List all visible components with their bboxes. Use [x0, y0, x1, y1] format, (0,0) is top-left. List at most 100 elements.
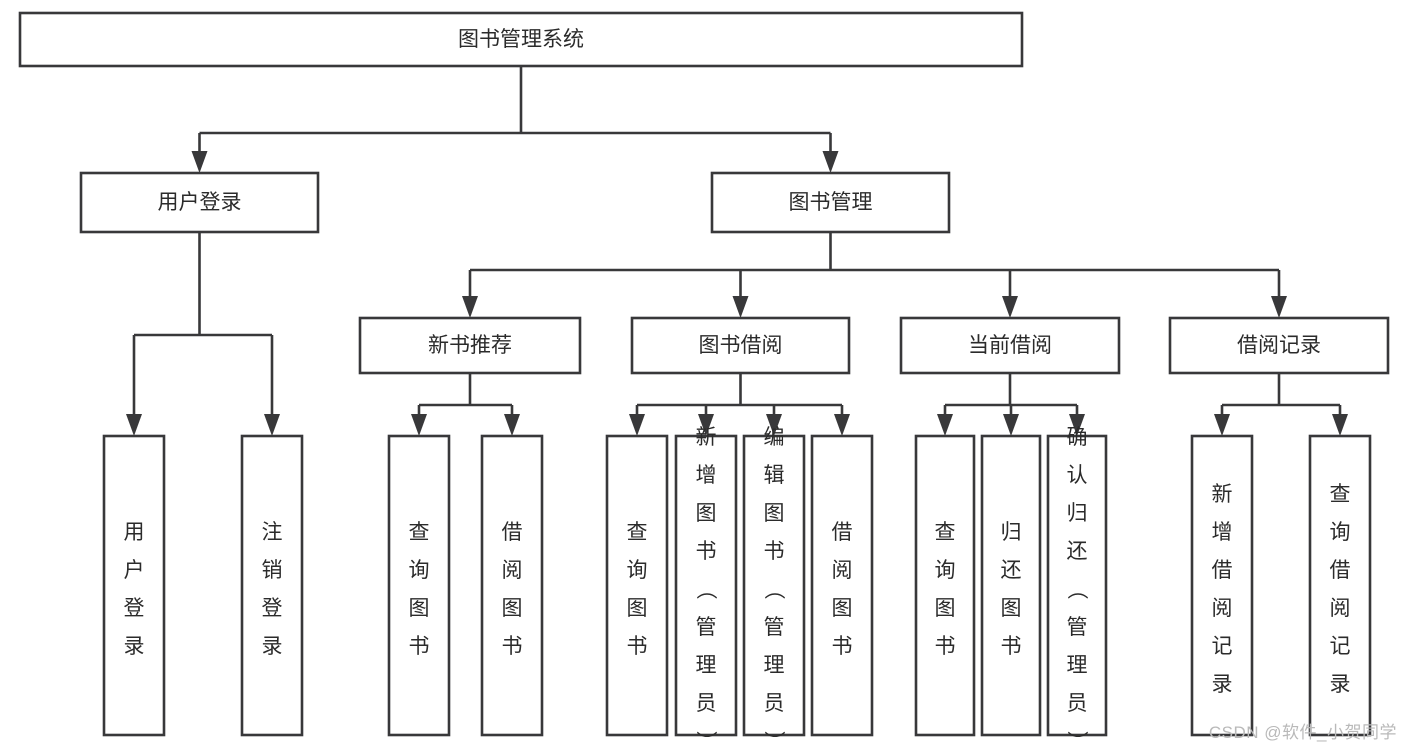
node-label-leaf-add-book-char-3: 书	[696, 540, 717, 563]
node-box-leaf-edit-book[interactable]	[742, 434, 806, 737]
node-box-leaf-add-borrow-record[interactable]	[1190, 434, 1254, 737]
arrow-head-icon-book-borrow-0	[629, 414, 645, 436]
node-label-leaf-confirm-return-char-0: 确	[1067, 426, 1088, 449]
node-box-leaf-query-book-rec[interactable]	[387, 434, 451, 737]
node-label-leaf-edit-book-char-7: 员	[764, 692, 785, 715]
node-label-leaf-query-book-rec-char-3: 书	[409, 635, 430, 658]
node-label-leaf-query-book-cur-char-2: 图	[935, 597, 956, 620]
node-label-leaf-query-book-bor-char-3: 书	[627, 635, 648, 658]
node-label-leaf-confirm-return-char-1: 认	[1067, 464, 1088, 487]
node-label-leaf-confirm-return-char-8: ）	[1065, 731, 1088, 747]
node-book-manage[interactable]: 图书管理	[710, 171, 951, 234]
node-box-current-borrow[interactable]	[899, 316, 1121, 375]
node-label-leaf-add-book-char-8: ）	[694, 731, 717, 747]
arrow-head-icon-book-borrow-3	[834, 414, 850, 436]
arrow-head-icon-current-borrow-2	[1069, 414, 1085, 436]
node-root[interactable]: 图书管理系统	[18, 11, 1024, 68]
node-label-book-manage: 图书管理	[789, 191, 873, 214]
arrow-head-icon-book-manage-2	[1002, 296, 1018, 318]
node-label-leaf-edit-book-char-6: 理	[764, 654, 785, 677]
node-label-leaf-user-login-char-2: 登	[124, 597, 145, 620]
node-box-leaf-user-login[interactable]	[102, 434, 166, 737]
arrow-head-icon-new-book-recommend-1	[504, 414, 520, 436]
arrow-head-icon-book-borrow-1	[698, 414, 714, 436]
arrow-head-icon-user-login-1	[264, 414, 280, 436]
node-label-user-login: 用户登录	[158, 191, 242, 214]
arrow-head-icon-book-manage-3	[1271, 296, 1287, 318]
node-box-book-borrow[interactable]	[630, 316, 851, 375]
arrow-head-icon-current-borrow-0	[937, 414, 953, 436]
nodes-layer: 图书管理系统用户登录图书管理新书推荐图书借阅当前借阅借阅记录用户登录注销登录查询…	[18, 11, 1390, 747]
node-label-leaf-edit-book-char-5: 管	[764, 616, 785, 639]
node-user-login[interactable]: 用户登录	[79, 171, 320, 234]
node-label-leaf-query-book-bor-char-0: 查	[627, 521, 648, 544]
node-box-borrow-record[interactable]	[1168, 316, 1390, 375]
node-label-leaf-return-book-char-3: 书	[1001, 635, 1022, 658]
node-leaf-user-login[interactable]: 用户登录	[102, 434, 166, 737]
node-label-leaf-add-borrow-record-char-0: 新	[1212, 483, 1233, 506]
node-label-leaf-logout-login-char-2: 登	[262, 597, 283, 620]
node-label-leaf-add-borrow-record-char-2: 借	[1212, 559, 1233, 582]
node-label-leaf-user-login-char-1: 户	[124, 559, 145, 582]
node-label-new-book-recommend: 新书推荐	[428, 334, 512, 357]
node-label-leaf-query-book-cur-char-0: 查	[935, 521, 956, 544]
node-label-leaf-add-book-char-7: 员	[696, 692, 717, 715]
node-label-leaf-add-book-char-1: 增	[696, 464, 717, 487]
node-box-user-login[interactable]	[79, 171, 320, 234]
node-label-book-borrow: 图书借阅	[699, 334, 783, 357]
node-book-borrow[interactable]: 图书借阅	[630, 316, 851, 375]
node-borrow-record[interactable]: 借阅记录	[1168, 316, 1390, 375]
node-label-leaf-query-borrow-record-char-5: 录	[1330, 673, 1351, 696]
node-label-leaf-borrow-book-rec-char-2: 图	[502, 597, 523, 620]
node-label-leaf-return-book-char-0: 归	[1001, 521, 1022, 544]
arrow-head-icon-root-1	[822, 151, 839, 173]
node-box-new-book-recommend[interactable]	[358, 316, 582, 375]
node-box-leaf-logout-login[interactable]	[240, 434, 304, 737]
node-label-leaf-user-login-char-0: 用	[124, 521, 145, 544]
node-label-leaf-query-borrow-record-char-3: 阅	[1330, 597, 1351, 620]
node-box-book-manage[interactable]	[710, 171, 951, 234]
node-label-leaf-query-book-rec-char-1: 询	[409, 559, 430, 582]
node-box-leaf-query-book-bor[interactable]	[605, 434, 669, 737]
node-label-leaf-add-borrow-record-char-5: 录	[1212, 673, 1233, 696]
node-label-root: 图书管理系统	[458, 28, 584, 51]
node-box-leaf-borrow-book-rec[interactable]	[480, 434, 544, 737]
node-label-leaf-add-book-char-6: 理	[696, 654, 717, 677]
node-label-leaf-edit-book-char-1: 辑	[764, 464, 785, 487]
node-label-leaf-add-book-char-5: 管	[696, 616, 717, 639]
node-label-borrow-record: 借阅记录	[1237, 334, 1321, 357]
node-box-leaf-add-book[interactable]	[674, 434, 738, 737]
node-box-leaf-query-book-cur[interactable]	[914, 434, 976, 737]
node-label-leaf-borrow-book-bor-char-3: 书	[832, 635, 853, 658]
node-label-leaf-add-book-char-0: 新	[696, 426, 717, 449]
node-label-leaf-edit-book-char-2: 图	[764, 502, 785, 525]
node-label-current-borrow: 当前借阅	[968, 334, 1052, 357]
node-label-leaf-edit-book-char-8: ）	[762, 731, 785, 747]
node-box-leaf-confirm-return[interactable]	[1046, 434, 1108, 737]
node-label-leaf-add-borrow-record-char-4: 记	[1212, 635, 1233, 658]
node-box-leaf-return-book[interactable]	[980, 434, 1042, 737]
node-label-leaf-confirm-return-char-4: （	[1065, 579, 1088, 600]
node-label-leaf-add-borrow-record-char-1: 增	[1212, 521, 1233, 544]
node-current-borrow[interactable]: 当前借阅	[899, 316, 1121, 375]
node-label-leaf-confirm-return-char-7: 员	[1067, 692, 1088, 715]
node-box-root[interactable]	[18, 11, 1024, 68]
node-box-leaf-borrow-book-bor[interactable]	[810, 434, 874, 737]
node-box-leaf-query-borrow-record[interactable]	[1308, 434, 1372, 737]
node-new-book-recommend[interactable]: 新书推荐	[358, 316, 582, 375]
node-label-leaf-borrow-book-rec-char-3: 书	[502, 635, 523, 658]
node-label-leaf-confirm-return-char-6: 理	[1067, 654, 1088, 677]
